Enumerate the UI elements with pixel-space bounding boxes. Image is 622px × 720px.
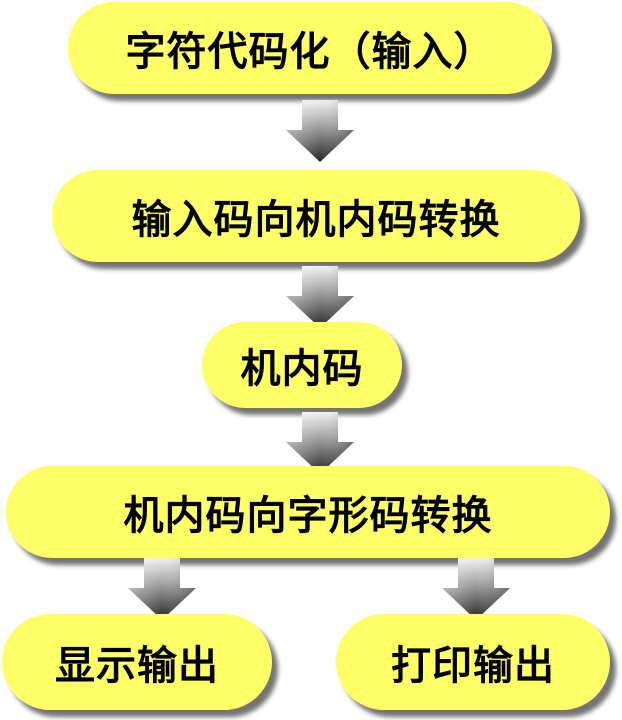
step-label: 字符代码化（输入） bbox=[125, 29, 495, 75]
down-arrow-icon bbox=[286, 266, 354, 328]
step-print-output: 打印输出 bbox=[336, 614, 610, 710]
down-arrow-icon bbox=[442, 558, 510, 620]
step-label: 机内码 bbox=[240, 346, 364, 392]
down-arrow-icon bbox=[286, 100, 354, 162]
step-label: 打印输出 bbox=[391, 643, 555, 689]
step-label: 输入码向机内码转换 bbox=[131, 197, 501, 243]
down-arrow-icon bbox=[286, 412, 354, 474]
step-internal-code: 机内码 bbox=[202, 322, 402, 408]
step-internal-to-glyph-code: 机内码向字形码转换 bbox=[6, 466, 610, 558]
step-display-output: 显示输出 bbox=[2, 614, 272, 710]
step-input-to-internal-code: 输入码向机内码转换 bbox=[52, 170, 580, 262]
down-arrow-icon bbox=[128, 558, 196, 620]
step-label: 机内码向字形码转换 bbox=[123, 493, 493, 539]
step-character-coding-input: 字符代码化（输入） bbox=[68, 2, 552, 94]
step-label: 显示输出 bbox=[55, 643, 219, 689]
